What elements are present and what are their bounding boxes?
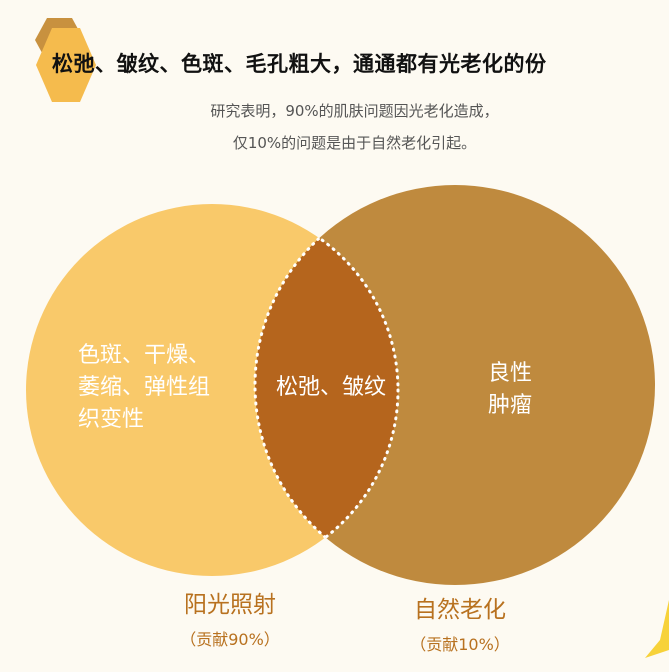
sparkle-icon: [645, 600, 669, 658]
hexagon-icon: [36, 28, 96, 102]
subtitle-line-2: 仅10%的问题是由于自然老化引起。: [232, 134, 477, 152]
left-circle-label: 阳光照射: [184, 592, 276, 618]
right-circle-contribution: （贡献10%）: [410, 635, 510, 654]
subtitle-line-1: 研究表明，90%的肌肤问题因光老化造成，: [210, 102, 499, 120]
left-circle-text: 色斑、干燥、: [78, 343, 211, 368]
left-circle-text: 织变性: [78, 407, 145, 432]
page-title: 松弛、皱纹、色斑、毛孔粗大，通通都有光老化的份: [52, 51, 547, 76]
overlap-text: 松弛、皱纹: [276, 375, 387, 400]
overlap-lens: [255, 204, 398, 576]
left-circle-text: 萎缩、弹性组: [78, 375, 211, 400]
left-circle-contribution: （贡献90%）: [180, 630, 280, 649]
overlap-border-left: [255, 202, 400, 578]
right-circle-text: 肿瘤: [488, 393, 533, 418]
right-circle-text: 良性: [488, 361, 533, 386]
right-circle-label: 自然老化: [414, 597, 506, 623]
